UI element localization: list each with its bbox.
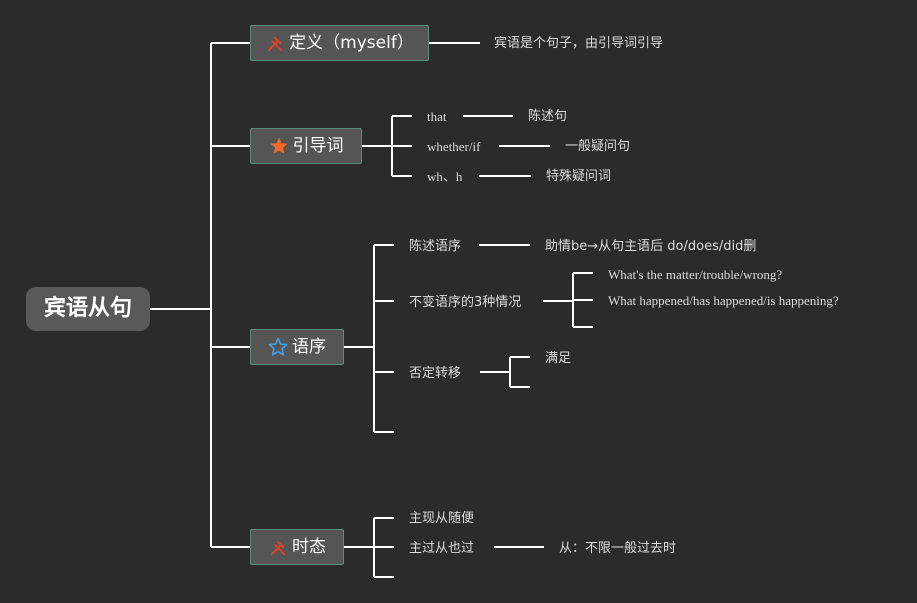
word-order-unchanged-case-1: What's the matter/trouble/wrong?	[608, 267, 783, 282]
connective-wh-key: wh、h	[427, 169, 463, 184]
branch-connectives-label: 引导词	[292, 135, 344, 156]
star-outline-icon	[268, 337, 288, 356]
tense-present-key: 主现从随便	[409, 511, 475, 526]
word-order-unchanged-key: 不变语序的3种情况	[409, 295, 522, 310]
connective-that-key: that	[427, 109, 447, 124]
branch-tense-label: 时态	[292, 536, 326, 557]
star-filled-icon	[269, 137, 288, 154]
word-order-statement-key: 陈述语序	[409, 239, 462, 254]
hammer-icon	[271, 541, 285, 555]
branch-word-order-label: 语序	[292, 336, 326, 357]
word-order-unchanged-case-2: What happened/has happened/is happening?	[608, 293, 839, 308]
connective-that-value: 陈述句	[528, 109, 568, 124]
word-order-negation-key: 否定转移	[409, 366, 462, 381]
hammer-icon	[268, 37, 283, 51]
connective-whether-value: 一般疑问句	[565, 139, 631, 154]
branch-word-order[interactable]: 语序	[250, 329, 344, 365]
word-order-negation-value: 满足	[545, 351, 572, 366]
tense-past-value: 从：不限一般过去时	[559, 541, 677, 556]
branch-tense[interactable]: 时态	[250, 529, 344, 565]
definition-detail: 宾语是个句子，由引导词引导	[494, 36, 664, 51]
branch-definition[interactable]: 定义（myself）	[250, 25, 429, 61]
connective-whether-key: whether/if	[427, 139, 481, 154]
branch-connectives[interactable]: 引导词	[250, 128, 362, 164]
root-node[interactable]: 宾语从句	[26, 287, 150, 331]
word-order-statement-value: 助情be→从句主语后 do/does/did删	[545, 239, 757, 254]
root-label: 宾语从句	[43, 296, 132, 321]
connective-wh-value: 特殊疑问词	[546, 169, 612, 184]
tense-past-key: 主过从也过	[409, 541, 475, 556]
branch-definition-label: 定义（myself）	[289, 32, 414, 53]
